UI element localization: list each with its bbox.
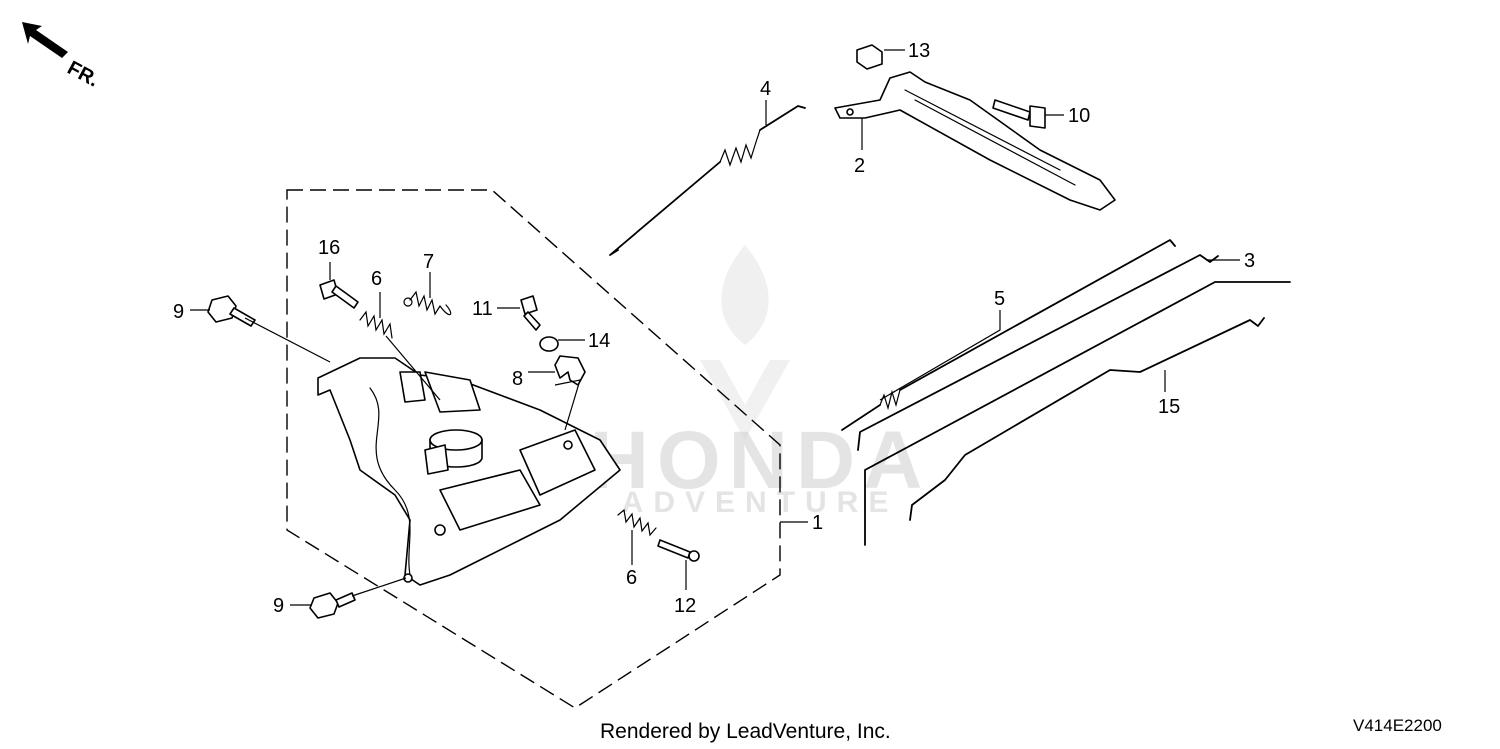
callout-5: 5 — [994, 288, 1005, 310]
watermark: HONDA ADVENTURE — [590, 245, 931, 519]
clip-8 — [554, 355, 586, 386]
leader-lines — [190, 49, 1240, 606]
callout-1: 1 — [812, 512, 823, 534]
callout-8: 8 — [512, 368, 523, 390]
assembly-boundary — [286, 189, 781, 709]
governor-spring-rod — [609, 105, 806, 256]
front-direction-indicator: FR. — [22, 22, 102, 92]
callout-labels: 1 2 3 4 5 6 6 7 8 9 9 10 11 12 13 14 15 … — [173, 40, 1255, 617]
watermark-flame-logo — [700, 245, 790, 440]
callout-6-top: 6 — [371, 268, 382, 290]
callout-6-bottom: 6 — [626, 567, 637, 589]
control-base-plate — [317, 357, 621, 586]
bolt-12 — [657, 539, 700, 562]
watermark-sub: ADVENTURE — [622, 486, 899, 519]
spring-7 — [403, 290, 452, 316]
callout-14: 14 — [588, 330, 610, 352]
bolt-10 — [992, 99, 1046, 129]
callout-11: 11 — [472, 298, 493, 320]
callout-12: 12 — [674, 595, 696, 617]
callout-3: 3 — [1244, 250, 1255, 272]
spring-6-bottom — [617, 508, 657, 537]
control-rod — [864, 281, 1291, 546]
choke-rod — [841, 239, 1176, 431]
flange-nut — [856, 44, 883, 70]
callout-9-top: 9 — [173, 301, 184, 323]
callout-10: 10 — [1068, 105, 1090, 127]
callout-4: 4 — [760, 78, 771, 100]
front-arrow-icon — [22, 22, 68, 58]
spring-6-top — [359, 310, 393, 339]
bolt-9-bottom — [309, 592, 356, 619]
callout-2: 2 — [854, 155, 865, 177]
callout-9-bottom: 9 — [273, 595, 284, 617]
rendered-by-credit: Rendered by LeadVenture, Inc. — [600, 720, 891, 743]
governor-arm-rod — [909, 317, 1265, 521]
bolt-16 — [319, 279, 359, 309]
callout-15: 15 — [1158, 396, 1180, 418]
diagram-code: V414E2200 — [1353, 716, 1442, 735]
front-label: FR. — [64, 57, 103, 92]
link-bracket-arm — [834, 71, 1116, 211]
screw-11 — [520, 295, 541, 331]
washer-14 — [539, 336, 559, 352]
watermark-brand: HONDA — [590, 415, 931, 506]
callout-16: 16 — [318, 237, 340, 259]
callout-7: 7 — [423, 251, 434, 273]
callout-13: 13 — [908, 40, 930, 62]
bolt-9-top — [207, 295, 256, 327]
